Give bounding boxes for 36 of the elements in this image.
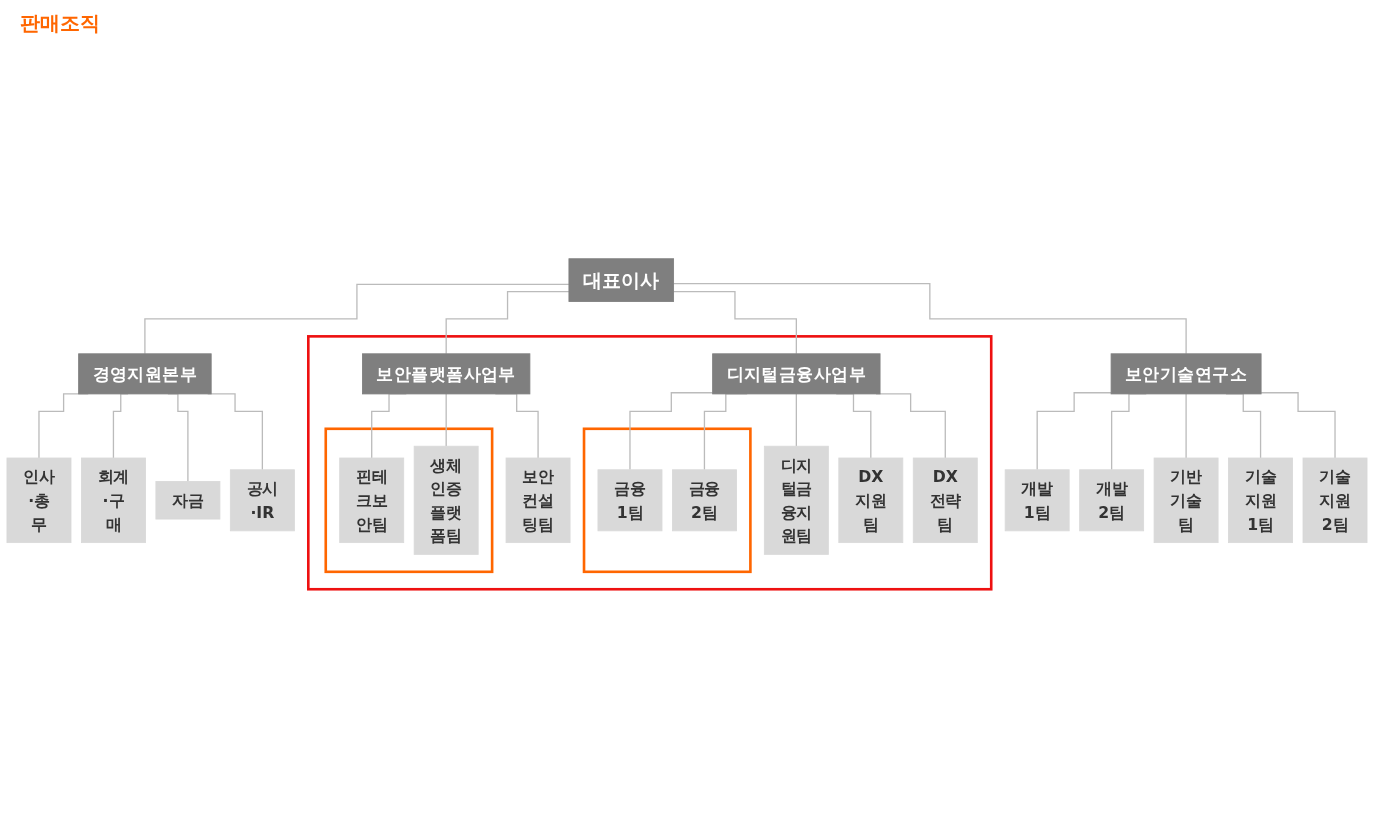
node-box: 보안기술연구소 xyxy=(1110,353,1262,395)
node-box: 기반기술팀 xyxy=(1153,457,1219,544)
node-box: 회계·구매 xyxy=(81,457,146,544)
node-box: 인사·총무 xyxy=(6,457,72,544)
connector xyxy=(1260,392,1336,459)
node-box: 기술지원2팀 xyxy=(1302,457,1368,544)
connector xyxy=(144,283,570,355)
node-box: 대표이사 xyxy=(568,258,674,302)
connector xyxy=(445,393,447,447)
node-box: 보안컨설팅팀 xyxy=(505,457,571,544)
node-box: DX전략팀 xyxy=(912,457,978,544)
connector xyxy=(629,392,714,471)
cluster xyxy=(307,335,993,591)
node-box: 금융 1팀 xyxy=(597,469,663,532)
node-box: 공시·IR xyxy=(229,469,295,532)
node-box: 개발 2팀 xyxy=(1079,469,1145,532)
node-box: 경영지원본부 xyxy=(78,353,212,395)
connector xyxy=(1036,392,1112,471)
group-label: 판매조직 xyxy=(20,11,100,35)
node-box: 보안플랫폼사업부 xyxy=(362,353,531,395)
cluster xyxy=(324,427,494,574)
node-box: DX지원팀 xyxy=(838,457,904,544)
connector xyxy=(1185,393,1187,459)
node-box: 디지털금융지원팀 xyxy=(763,445,829,555)
node-box: 핀테크보안팀 xyxy=(339,457,405,544)
connector xyxy=(445,291,570,355)
node-box: 개발 1팀 xyxy=(1004,469,1070,532)
node-box: 기술지원1팀 xyxy=(1228,457,1293,544)
node-box: 생체인증플랫폼팀 xyxy=(413,445,479,555)
node-box: 자금 xyxy=(155,481,221,520)
cluster xyxy=(582,427,752,574)
connector xyxy=(672,291,797,355)
connector xyxy=(672,283,1187,355)
node-box: 금융 2팀 xyxy=(672,469,737,532)
node-box: 디지털금융사업부 xyxy=(712,353,881,395)
connector xyxy=(795,393,797,447)
